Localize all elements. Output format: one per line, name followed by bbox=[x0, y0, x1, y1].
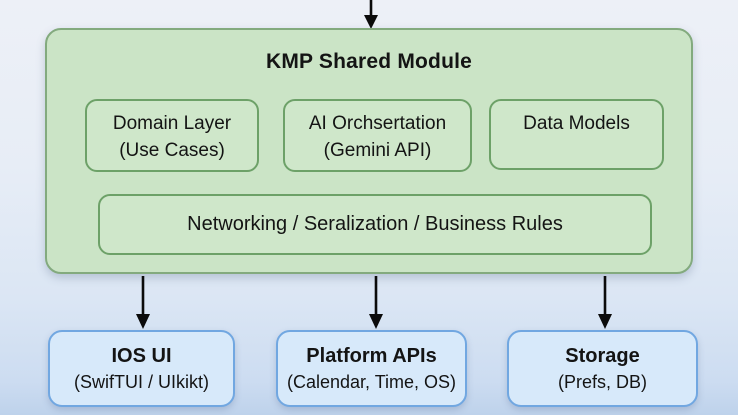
platform-name: IOS UI bbox=[111, 344, 172, 367]
component-name: AI Orchsertation bbox=[308, 113, 447, 134]
kmp-shared-module-box: KMP Shared Module Domain Layer (Use Case… bbox=[45, 28, 693, 274]
arrow-down-icon bbox=[136, 276, 150, 329]
platform-box-platform-apis: Platform APIs (Calendar, Time, OS) bbox=[276, 330, 467, 407]
component-detail: (Use Cases) bbox=[119, 140, 225, 161]
platform-detail: (SwifTUI / UIkikt) bbox=[74, 371, 209, 392]
base-layer-box: Networking / Seralization / Business Rul… bbox=[98, 194, 652, 255]
module-title: KMP Shared Module bbox=[265, 50, 473, 73]
platform-detail: (Calendar, Time, OS) bbox=[286, 371, 457, 392]
arrow-down-icon bbox=[364, 0, 378, 29]
arrow-down-icon bbox=[598, 276, 612, 329]
base-layer-label: Networking / Seralization / Business Rul… bbox=[187, 213, 563, 235]
component-box-ai-orchestration: AI Orchsertation (Gemini API) bbox=[283, 99, 472, 172]
component-name: Data Models bbox=[523, 113, 630, 134]
component-name: Domain Layer bbox=[112, 113, 232, 134]
component-detail: (Gemini API) bbox=[323, 140, 432, 161]
platform-name: Storage bbox=[565, 344, 640, 367]
component-box-data-models: Data Models bbox=[489, 99, 664, 170]
arrow-down-icon bbox=[369, 276, 383, 329]
component-box-domain-layer: Domain Layer (Use Cases) bbox=[85, 99, 259, 172]
platform-box-ios-ui: IOS UI (SwifTUI / UIkikt) bbox=[48, 330, 235, 407]
platform-name: Platform APIs bbox=[306, 344, 437, 367]
platform-box-storage: Storage (Prefs, DB) bbox=[507, 330, 698, 407]
platform-detail: (Prefs, DB) bbox=[557, 371, 647, 392]
